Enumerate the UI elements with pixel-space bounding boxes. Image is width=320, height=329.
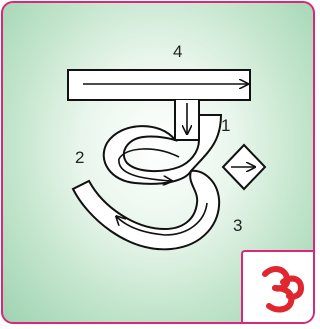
logo-badge: [241, 250, 313, 322]
hindi-letter-logo-icon: [243, 252, 313, 322]
stroke-number-2: 2: [75, 148, 84, 167]
stroke-number-4: 4: [173, 42, 182, 61]
top-bar-shape: [68, 70, 250, 100]
stroke-number-3: 3: [233, 216, 242, 235]
stroke-number-1: 1: [221, 116, 230, 135]
stroke-order-card: 4 1 2 3: [1, 1, 315, 324]
